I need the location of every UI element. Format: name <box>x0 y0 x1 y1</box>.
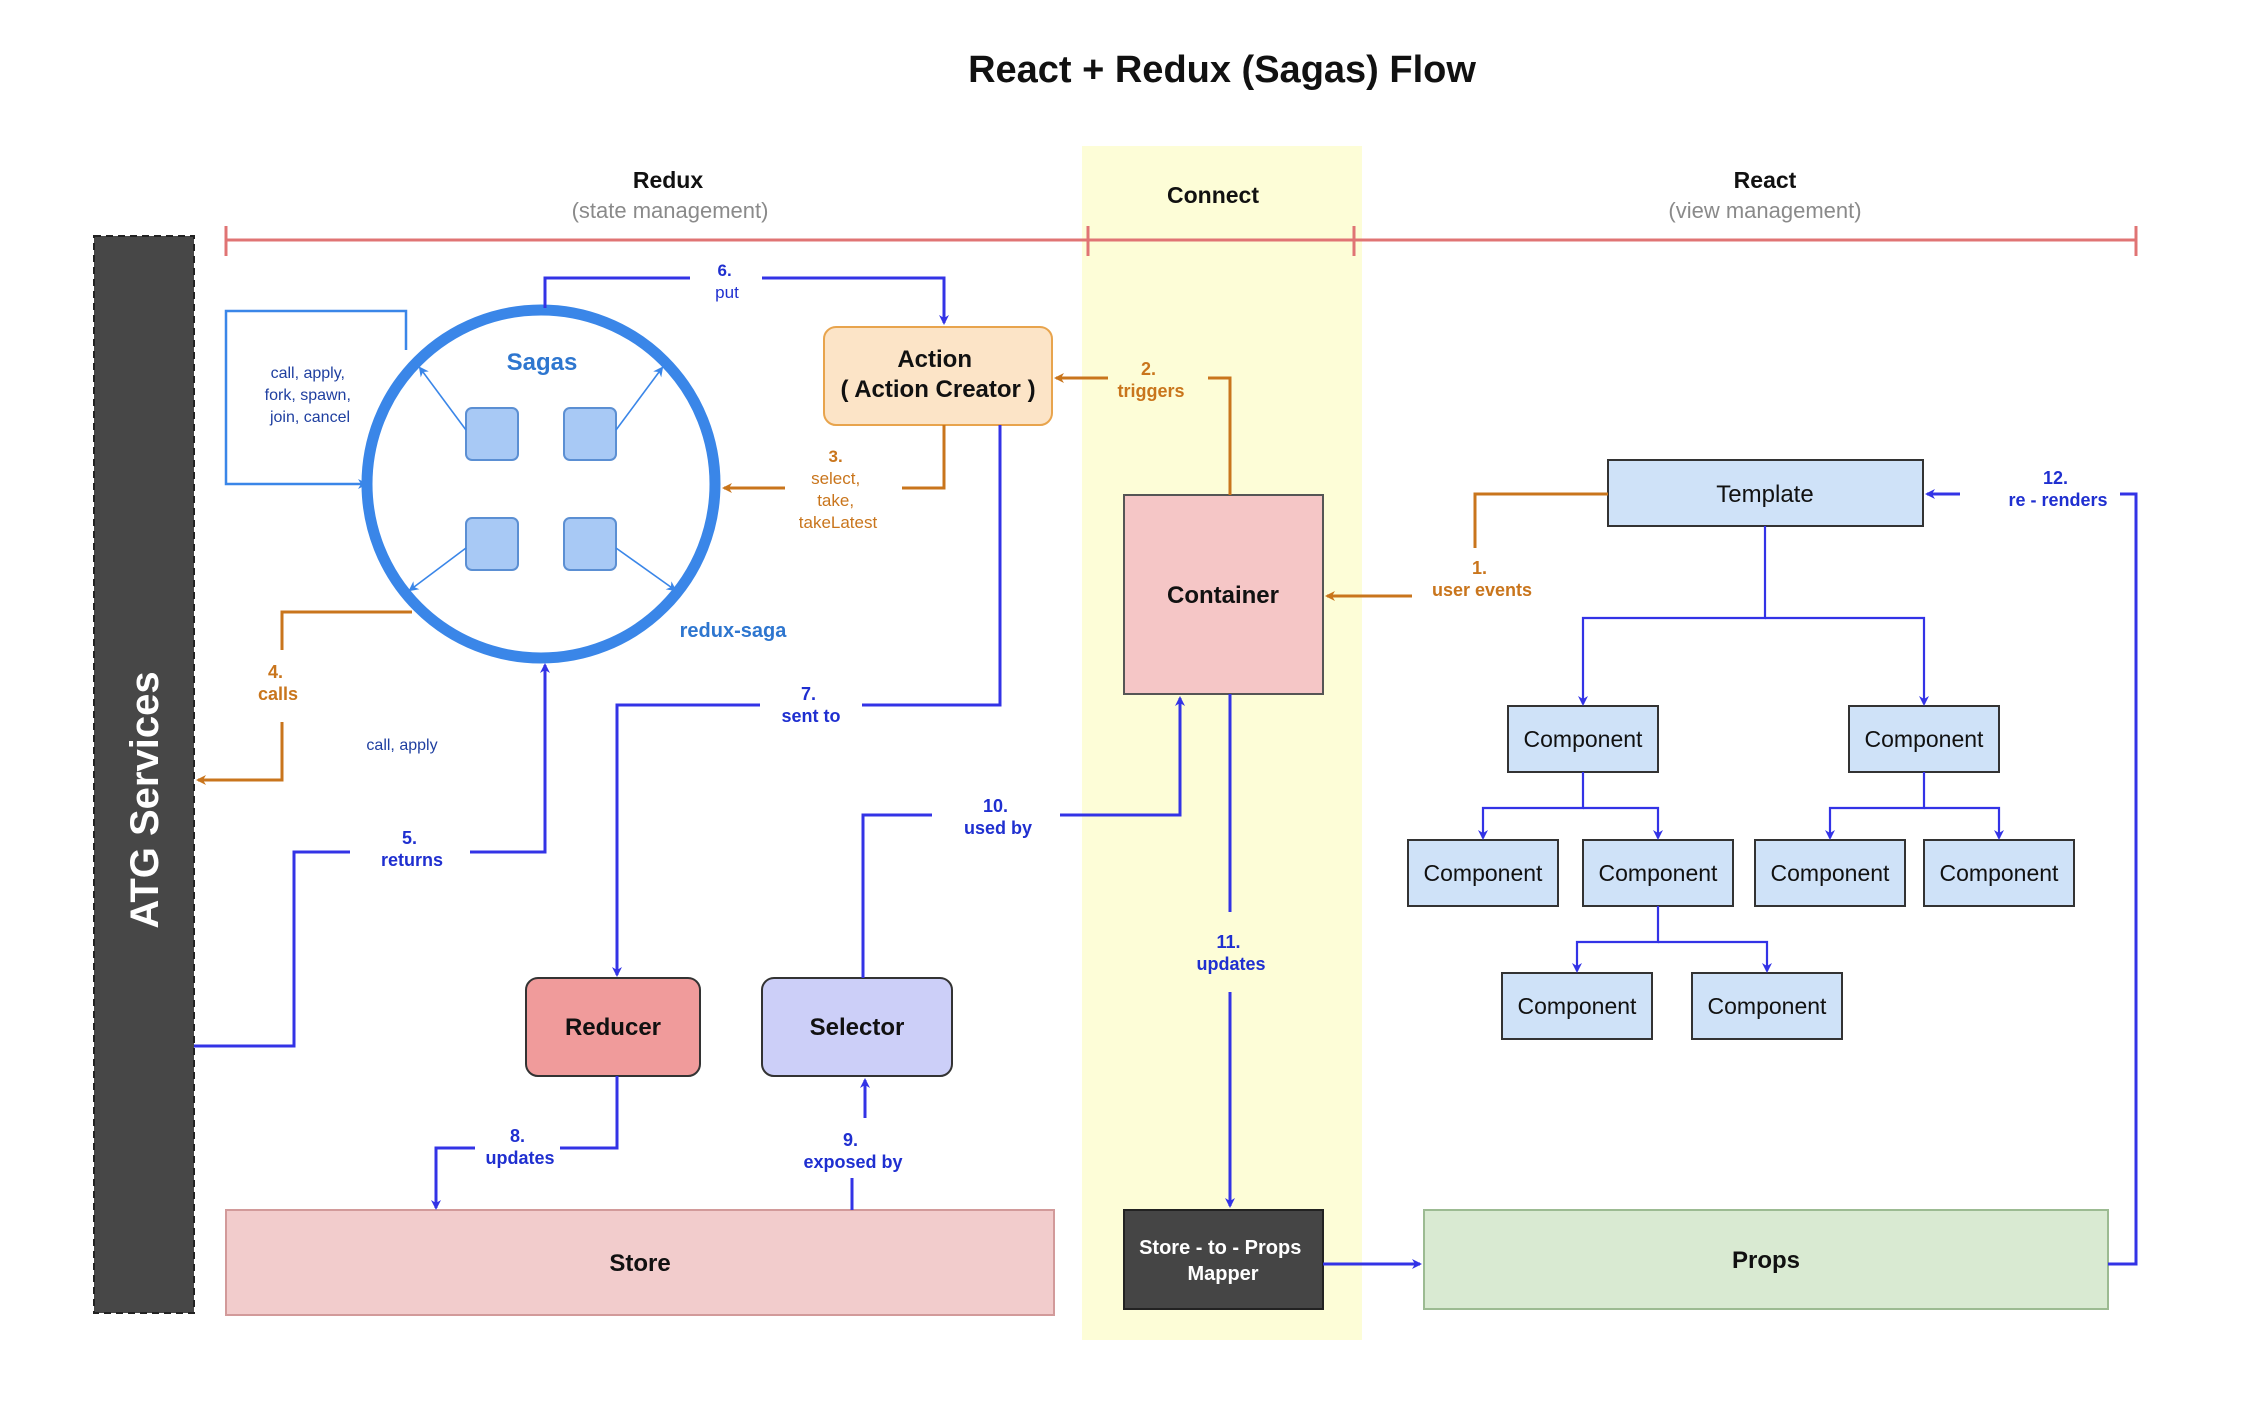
component-label: Component <box>1708 993 1828 1019</box>
reducer-label: Reducer <box>565 1014 661 1041</box>
props-label: Props <box>1732 1247 1800 1274</box>
saga-task <box>563 407 617 461</box>
arrow-calls-to-atg <box>196 722 284 785</box>
arrow-sagas-calls-atg <box>280 610 412 650</box>
saga-spawn-arrow <box>408 547 467 592</box>
redux-section-title: Redux <box>633 167 704 193</box>
tree-connector <box>1572 906 1660 973</box>
svg-text:Store - to - Props Mappe: Store - to - Props Mapper <box>1139 1237 1307 1285</box>
sagas-cluster: Sagas redux-saga call, apply, fork, spaw… <box>224 304 788 754</box>
atg-services-bar <box>93 235 195 1314</box>
diagram-title: React + Redux (Sagas) Flow <box>968 49 1476 91</box>
tree-connector <box>1478 772 1585 840</box>
arrow-action-to-sagas <box>902 425 946 490</box>
tree-connector <box>1825 772 1926 840</box>
arrow-updates-to-store <box>431 1146 475 1210</box>
action-creator-box: Action ( Action Creator ) <box>823 326 1053 426</box>
component-box <box>1407 839 1559 907</box>
arrow-container-triggers-action <box>1208 376 1232 495</box>
template-box: Template <box>1607 459 1924 527</box>
template-label: Template <box>1716 481 1813 508</box>
component-label: Component <box>1599 860 1719 886</box>
arrow-action-sent-to-right <box>862 425 1002 707</box>
mapper-label-line1: Store - to - Props <box>1139 1237 1301 1259</box>
component-box <box>1582 839 1734 907</box>
arrow-sent-to-reducer <box>612 703 760 977</box>
props-box: Props <box>1423 1209 2109 1310</box>
atg-services-label: ATG Services <box>123 671 167 928</box>
tree-connector <box>1578 526 1767 706</box>
step-11-label: 11. updates <box>1196 932 1265 974</box>
mapper-label-line2: Mapper <box>1187 1263 1258 1285</box>
sagas-title: Sagas <box>507 349 578 376</box>
step-3-label: 3. select, take, takeLatest <box>799 447 878 532</box>
action-label: Action <box>897 346 972 373</box>
selector-label: Selector <box>810 1014 905 1041</box>
arrow-template-to-user-events <box>1473 492 1608 548</box>
call-apply-label: call, apply <box>366 737 437 754</box>
component-tree: Component Component Component Component … <box>1407 526 2075 1040</box>
component-label: Component <box>1771 860 1891 886</box>
step-1-label: 1. user events <box>1432 558 1532 600</box>
component-label: Component <box>1518 993 1638 1019</box>
svg-text:Action ( Action Creator: Action ( Action Creator ) <box>840 346 1035 403</box>
step-12-label: 12. re - renders <box>2008 468 2107 510</box>
redux-saga-caption: redux-saga <box>680 620 788 642</box>
arrow-props-rerenders <box>2108 492 2138 1266</box>
saga-task <box>563 517 617 571</box>
container-box: Container <box>1123 494 1324 695</box>
step-2-label: 2. triggers <box>1117 359 1184 401</box>
store-label: Store <box>609 1250 670 1277</box>
react-section-subtitle: (view management) <box>1668 198 1861 223</box>
arrow-put-to-action <box>762 276 949 325</box>
component-box <box>1848 705 2000 773</box>
container-label: Container <box>1167 582 1279 609</box>
saga-spawn-arrow <box>615 547 677 592</box>
tree-connector <box>1924 806 2004 840</box>
arrow-atg-returns-left <box>194 850 350 1048</box>
reducer-box: Reducer <box>525 977 701 1077</box>
component-box <box>1923 839 2075 907</box>
react-section-title: React <box>1734 167 1797 193</box>
store-box: Store <box>225 1209 1055 1316</box>
mapper-box: Store - to - Props Mapper <box>1123 1209 1324 1310</box>
saga-task <box>465 407 519 461</box>
tree-connector <box>1658 940 1772 973</box>
step-8-label: 8. updates <box>485 1126 554 1168</box>
component-label: Component <box>1424 860 1544 886</box>
connect-section-title: Connect <box>1167 182 1259 208</box>
section-rule <box>224 226 2138 256</box>
action-creator-label: ( Action Creator ) <box>840 376 1035 403</box>
step-7-label: 7. sent to <box>781 684 840 726</box>
saga-effects-label: call, apply, fork, spawn, join, cancel <box>265 365 356 426</box>
connect-zone <box>1082 146 1362 1340</box>
step-4-label: 4. calls <box>258 662 298 704</box>
step-6-label: 6. put <box>715 261 739 302</box>
tree-connector <box>1765 616 1929 706</box>
component-box <box>1501 972 1653 1040</box>
step-9-label: 9. exposed by <box>803 1130 902 1172</box>
component-box <box>1691 972 1843 1040</box>
arrow-returns-to-sagas <box>470 663 550 854</box>
step-10-label: 10. used by <box>964 796 1032 838</box>
component-box <box>1507 705 1659 773</box>
component-label: Component <box>1865 726 1985 752</box>
saga-effects-loop <box>224 309 408 489</box>
step-5-label: 5. returns <box>381 828 443 870</box>
component-box <box>1754 839 1906 907</box>
saga-spawn-arrow <box>418 366 467 431</box>
arrow-sagas-put-left <box>543 276 690 308</box>
tree-connector <box>1583 806 1663 840</box>
arrow-used-by-container <box>1060 696 1185 817</box>
component-label: Component <box>1524 726 1644 752</box>
arrow-reducer-updates-store <box>560 1076 619 1150</box>
arrow-selector-used-by <box>861 813 932 978</box>
component-label: Component <box>1940 860 2060 886</box>
selector-box: Selector <box>761 977 953 1077</box>
saga-spawn-arrow <box>615 366 664 431</box>
redux-section-subtitle: (state management) <box>572 198 769 223</box>
saga-task <box>465 517 519 571</box>
